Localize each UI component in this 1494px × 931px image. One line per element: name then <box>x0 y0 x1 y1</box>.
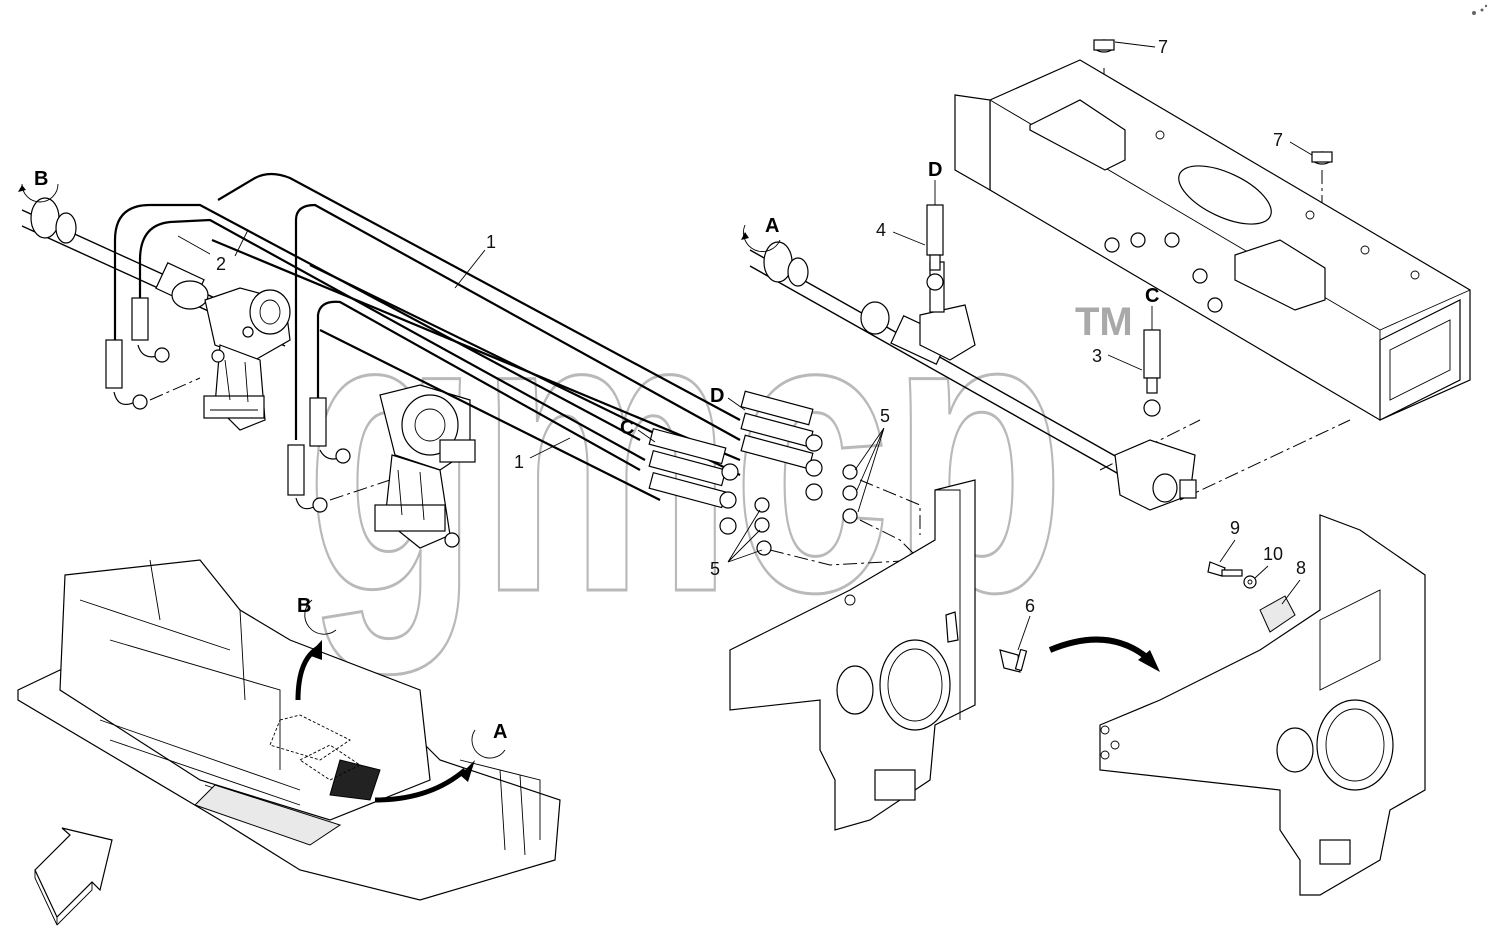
settings-corner-icon <box>1472 4 1488 15</box>
callout-10: 10 <box>1263 544 1283 564</box>
move-arrow <box>1048 636 1160 672</box>
plate-bolt-washer <box>1207 561 1296 633</box>
plugs-7 <box>1093 39 1333 165</box>
view-letter-c-hoses: C <box>620 417 634 439</box>
adapters-5 <box>754 464 858 556</box>
right-side-plate <box>1099 514 1426 896</box>
hose-fittings-left <box>105 297 351 513</box>
left-drive-shaft <box>21 197 286 347</box>
callout-3: 3 <box>1092 346 1102 366</box>
callout-2: 2 <box>216 254 226 274</box>
callout-4: 4 <box>876 220 886 240</box>
callout-6: 6 <box>1025 596 1035 616</box>
hose-ends-cd <box>648 390 823 535</box>
view-indicator-b-small: B <box>297 595 337 635</box>
sensor-6 <box>999 648 1028 673</box>
machine-overview <box>17 559 561 901</box>
trademark-mark: TM <box>1075 300 1133 344</box>
view-indicator-a-small: A <box>471 721 507 759</box>
right-drive-shaft <box>749 241 1197 511</box>
view-letter-b-small: B <box>297 595 311 617</box>
rotate-view-icon <box>304 599 337 635</box>
rotate-view-icon <box>21 183 59 203</box>
view-letter-a-top: A <box>765 215 779 237</box>
view-letter-c-right: C <box>1145 285 1159 307</box>
view-indicator-b-top: B <box>18 168 59 203</box>
view-letter-b-top: B <box>34 168 48 190</box>
view-letter-d-hoses: D <box>710 385 724 407</box>
callout-5-lower: 5 <box>710 559 720 579</box>
view-letter-a-small: A <box>493 721 507 743</box>
center-side-plate <box>729 479 976 831</box>
callout-9: 9 <box>1230 518 1240 538</box>
rotate-view-icon <box>471 729 506 759</box>
callouts: 1 1 2 3 4 5 5 6 7 7 8 9 10 <box>177 37 1313 651</box>
callout-5-upper: 5 <box>880 406 890 426</box>
main-frame <box>954 59 1471 421</box>
callout-1-lower: 1 <box>514 452 524 472</box>
callout-7-top: 7 <box>1158 37 1168 57</box>
callout-8: 8 <box>1296 558 1306 578</box>
left-pump-assembly <box>203 287 291 431</box>
callout-1-upper: 1 <box>486 232 496 252</box>
view-letter-d-top: D <box>928 159 942 181</box>
orientation-arrow-icon <box>34 827 113 926</box>
center-pump-assembly <box>374 384 476 549</box>
view-indicator-a-top: A <box>741 215 781 252</box>
rotate-view-icon <box>743 224 781 252</box>
callout-7-right: 7 <box>1273 130 1283 150</box>
